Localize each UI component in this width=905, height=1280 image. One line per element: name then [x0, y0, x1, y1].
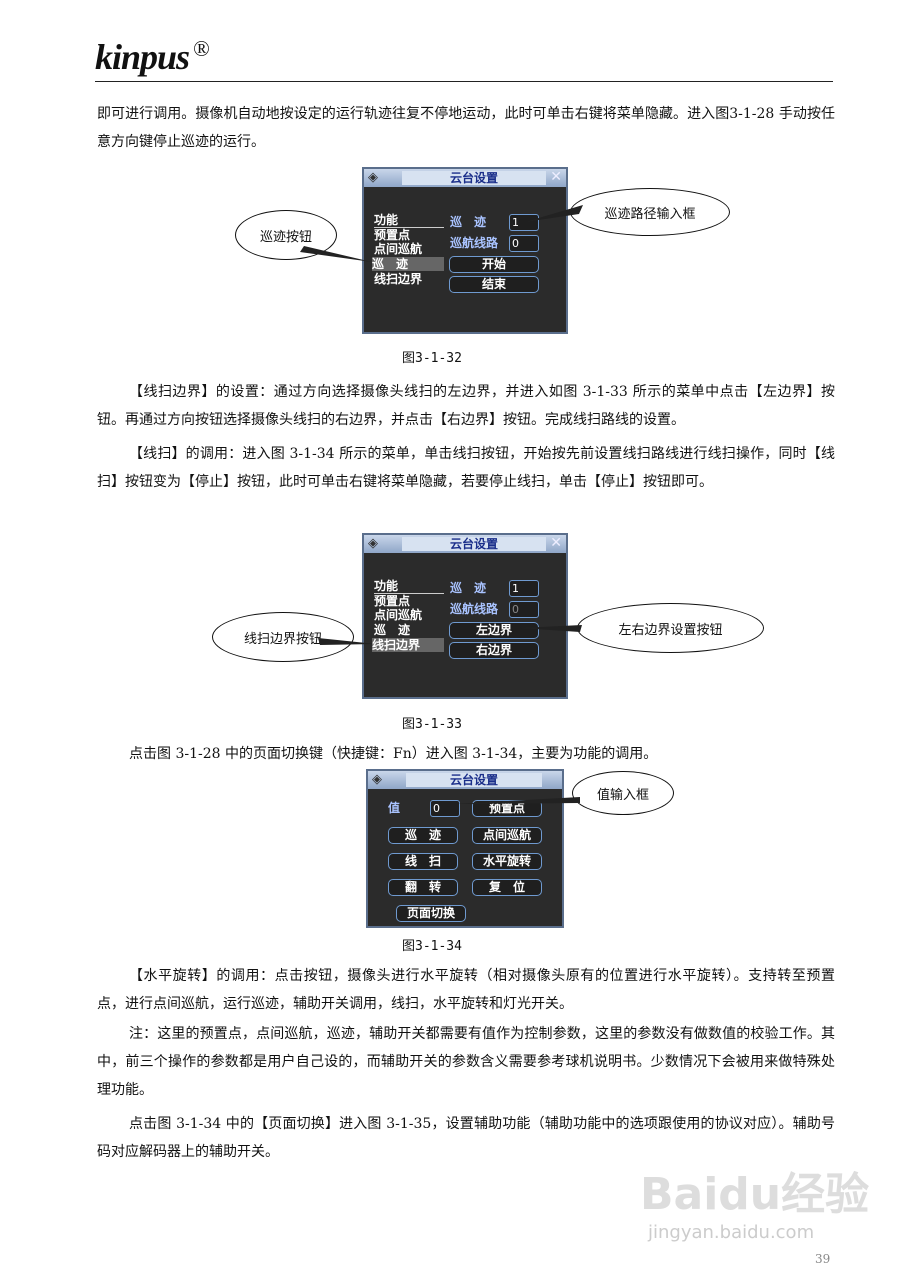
watermark-url: jingyan.baidu.com — [648, 1222, 815, 1243]
title-bar: ◈ 云台设置 ✕ — [364, 535, 566, 553]
track-input[interactable]: 1 — [509, 580, 539, 597]
paragraph: 点击图 3-1-28 中的页面切换键（快捷键：Fn）进入图 3-1-34，主要为… — [129, 746, 658, 762]
track-label: 巡 迹 — [450, 581, 487, 595]
ptz-dialog-34: ◈云台设置 值 0 预置点 巡 迹 点间巡航 线 扫 水平旋转 翻 转 复 位 … — [366, 769, 564, 928]
flip-button[interactable]: 翻 转 — [388, 879, 458, 896]
kinpus-logo: kinpus® — [95, 36, 210, 78]
right-border-button[interactable]: 右边界 — [449, 642, 539, 659]
registered-mark: ® — [193, 36, 210, 61]
route-input[interactable]: 0 — [509, 601, 539, 618]
pan-rotate-button[interactable]: 水平旋转 — [472, 853, 542, 870]
header-rule — [95, 81, 833, 82]
page-switch-button[interactable]: 页面切换 — [396, 905, 466, 922]
dialog-title: 云台设置 — [406, 773, 542, 787]
page-number: 39 — [815, 1252, 831, 1266]
route-label: 巡航线路 — [450, 236, 499, 250]
reset-button[interactable]: 复 位 — [472, 879, 542, 896]
track-button[interactable]: 巡 迹 — [388, 827, 458, 844]
paragraph: 【水平旋转】的调用：点击按钮，摄像头进行水平旋转（相对摄像头原有的位置进行水平旋… — [97, 968, 835, 1012]
figure-caption: 图3-1-33 — [402, 717, 462, 732]
menu-function: 功能 — [374, 213, 444, 228]
close-icon[interactable]: ✕ — [550, 169, 562, 185]
scan-button[interactable]: 线 扫 — [388, 853, 458, 870]
value-label: 值 — [388, 801, 401, 815]
logo-text: kinpus — [95, 37, 190, 77]
paragraph: 点击图 3-1-34 中的【页面切换】进入图 3-1-35，设置辅助功能（辅助功… — [97, 1116, 835, 1160]
paragraph: 【线扫】的调用：进入图 3-1-34 所示的菜单，单击线扫按钮，开始按先前设置线… — [97, 446, 835, 490]
cruise-button[interactable]: 点间巡航 — [472, 827, 542, 844]
menu-cruise[interactable]: 点间巡航 — [374, 608, 423, 622]
figure-caption: 图3-1-32 — [402, 351, 462, 366]
ptz-dialog-32: ◈ 云台设置 ✕ 功能 预置点 点间巡航 巡 迹 线扫边界 巡 迹 1 巡航线路 0… — [362, 167, 568, 334]
menu-preset[interactable]: 预置点 — [374, 228, 411, 242]
menu-function: 功能 — [374, 579, 444, 594]
baidu-watermark: Baidu经验 — [640, 1169, 870, 1220]
value-input[interactable]: 0 — [430, 800, 460, 817]
paragraph: 【线扫边界】的设置：通过方向选择摄像头线扫的左边界，并进入如图 3-1-33 所… — [97, 384, 835, 428]
callout-scan-border-button: 线扫边界按钮 — [212, 612, 354, 662]
paragraph: 即可进行调用。摄像机自动地按设定的运行轨迹往复不停地运动，此时可单击右键将菜单隐… — [97, 106, 835, 150]
preset-button[interactable]: 预置点 — [472, 800, 542, 817]
track-input[interactable]: 1 — [509, 214, 539, 231]
end-button[interactable]: 结束 — [449, 276, 539, 293]
menu-track[interactable]: 巡 迹 — [372, 257, 444, 271]
callout-border-buttons: 左右边界设置按钮 — [577, 603, 764, 653]
route-label: 巡航线路 — [450, 602, 499, 616]
menu-scan-border[interactable]: 线扫边界 — [372, 638, 444, 652]
camera-icon: ◈ — [368, 536, 378, 551]
dialog-title: 云台设置 — [402, 171, 546, 185]
left-border-button[interactable]: 左边界 — [449, 622, 539, 639]
menu-track[interactable]: 巡 迹 — [374, 623, 411, 637]
camera-icon: ◈ — [372, 772, 382, 787]
menu-scan-border[interactable]: 线扫边界 — [374, 272, 423, 286]
menu-cruise[interactable]: 点间巡航 — [374, 242, 423, 256]
title-bar: ◈ 云台设置 ✕ — [364, 169, 566, 187]
camera-icon: ◈ — [368, 170, 378, 185]
callout-track-input: 巡迹路径输入框 — [570, 188, 730, 236]
figure-caption: 图3-1-34 — [402, 939, 462, 954]
route-input[interactable]: 0 — [509, 235, 539, 252]
callout-value-input: 值输入框 — [572, 771, 674, 815]
menu-preset[interactable]: 预置点 — [374, 594, 411, 608]
start-button[interactable]: 开始 — [449, 256, 539, 273]
track-label: 巡 迹 — [450, 215, 487, 229]
ptz-dialog-33: ◈ 云台设置 ✕ 功能 预置点 点间巡航 巡 迹 线扫边界 巡 迹 1 巡航线路 0… — [362, 533, 568, 699]
close-icon[interactable]: ✕ — [550, 535, 562, 551]
dialog-title: 云台设置 — [402, 537, 546, 551]
paragraph: 注：这里的预置点，点间巡航，巡迹，辅助开关都需要有值作为控制参数，这里的参数没有… — [97, 1026, 835, 1098]
title-bar: ◈ 云台设置 — [368, 771, 562, 789]
